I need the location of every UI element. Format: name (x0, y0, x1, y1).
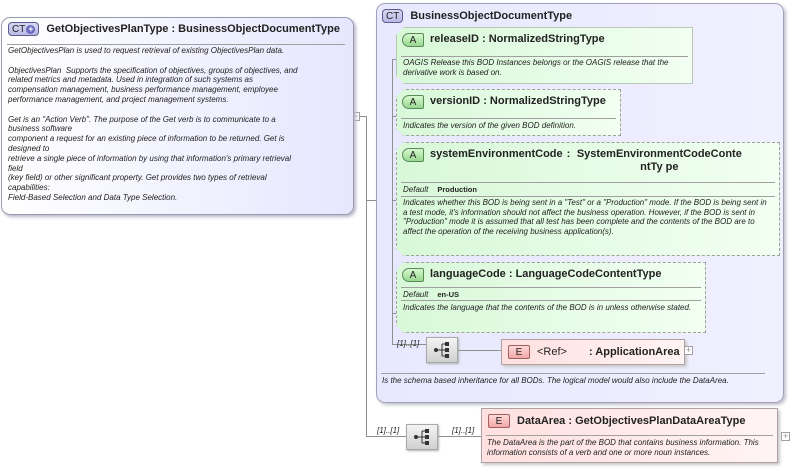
base-type-documentation: Is the schema based inheritance for all … (382, 376, 729, 385)
element-name: : ApplicationArea (588, 346, 680, 358)
complex-type-businessobjectdocument: CT BusinessObjectDocumentType A releaseI… (376, 3, 784, 403)
sequence-compositor[interactable] (406, 424, 438, 450)
element-documentation: The DataArea is the part of the BOD that… (487, 438, 759, 457)
attribute-documentation: Indicates whether this BOD is being sent… (403, 198, 767, 236)
attribute-name: systemEnvironmentCode (430, 148, 563, 160)
default-value: Production (437, 185, 477, 194)
divider (381, 373, 765, 374)
complex-type-getobjectivesplan: CT+ GetObjectivesPlanType : BusinessObje… (1, 17, 354, 215)
connector-to-dataarea-seq (366, 436, 406, 437)
attribute-languagecode[interactable]: A languageCode : LanguageCodeContentType… (396, 262, 706, 333)
complex-type-icon: CT (382, 9, 404, 23)
connector-to-bod (366, 200, 376, 201)
expand-dataarea-button[interactable]: + (781, 431, 790, 441)
attribute-icon: A (402, 95, 424, 109)
connector-vertical (366, 116, 367, 436)
ref-label: <Ref> (537, 346, 567, 358)
divider (7, 44, 345, 45)
attribute-type: SystemEnvironmentCodeContentTy pe (576, 148, 742, 173)
attribute-documentation: OAGIS Release this BOD Instances belongs… (403, 58, 669, 77)
sequence-icon (414, 429, 429, 445)
attribute-icon: A (402, 33, 424, 47)
divider (401, 182, 775, 183)
divider (401, 118, 616, 119)
divider (401, 287, 701, 288)
extension-plus-icon: + (26, 23, 36, 34)
sequence-icon (434, 342, 449, 358)
type-title: GetObjectivesPlanType : BusinessObjectDo… (46, 23, 340, 35)
divider (401, 300, 701, 301)
attribute-type: NormalizedStringType (488, 33, 605, 45)
attribute-versionid[interactable]: A versionID : NormalizedStringType Indic… (396, 89, 621, 136)
type-documentation: GetObjectivesPlan is used to request ret… (8, 46, 298, 202)
seq-branch (392, 344, 426, 345)
attr-tree-line (392, 59, 393, 344)
element-icon: E (488, 414, 510, 428)
element-applicationarea[interactable]: E <Ref> : ApplicationArea (501, 339, 685, 365)
default-value: en-US (437, 290, 460, 299)
attribute-name: releaseID (430, 33, 479, 45)
attribute-documentation: Indicates the language that the contents… (403, 303, 692, 312)
sequence-cardinality: [1]..[1] (397, 339, 420, 348)
base-type-title: BusinessObjectDocumentType (410, 10, 573, 22)
seq-to-dataarea (438, 436, 481, 437)
complex-type-icon: CT+ (8, 22, 40, 36)
connector-main-to-bod (354, 116, 366, 117)
attribute-type: LanguageCodeContentType (515, 268, 662, 280)
divider (401, 196, 775, 197)
attribute-icon: A (402, 148, 424, 162)
attribute-name: versionID (430, 95, 481, 107)
attribute-systemenvironmentcode[interactable]: A systemEnvironmentCode:SystemEnvironmen… (396, 142, 780, 256)
sequence-cardinality: [1]..[1] (377, 426, 400, 435)
attribute-documentation: Indicates the version of the given BOD d… (403, 121, 576, 130)
attribute-type: NormalizedStringType (489, 95, 606, 107)
divider (401, 56, 688, 57)
element-dataarea[interactable]: E DataArea : GetObjectivesPlanDataAreaTy… (481, 408, 778, 463)
expand-applicationarea-button[interactable]: + (684, 345, 693, 355)
sequence-compositor[interactable] (426, 337, 458, 363)
attribute-icon: A (402, 268, 424, 282)
divider (486, 435, 773, 436)
element-title: DataArea : GetObjectivesPlanDataAreaType (517, 415, 746, 427)
attribute-name: languageCode (430, 268, 506, 280)
seq-to-elem (458, 350, 502, 351)
element-cardinality: [1]..[1] (452, 426, 475, 435)
element-icon: E (508, 345, 530, 359)
attribute-releaseid[interactable]: A releaseID : NormalizedStringType OAGIS… (396, 27, 693, 84)
